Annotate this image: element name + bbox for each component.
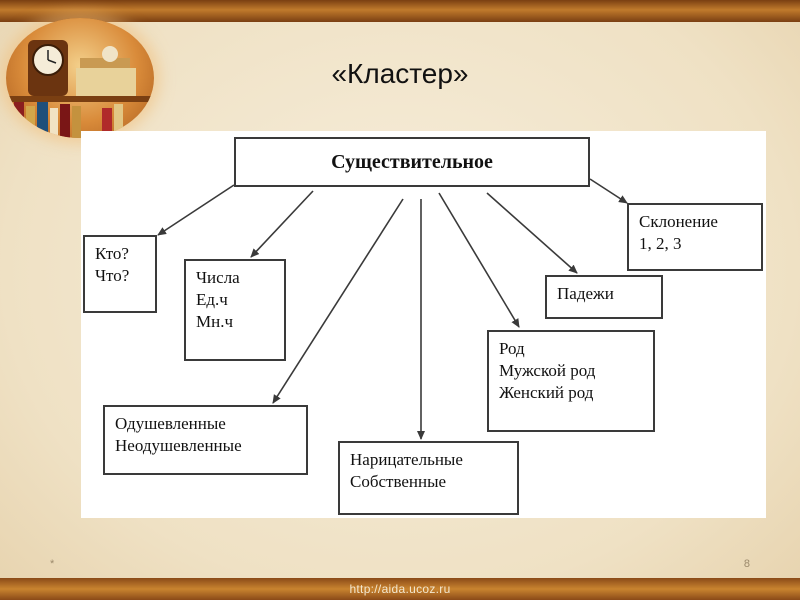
node-rod-line-3: Женский род — [499, 383, 594, 402]
node-rod: Род Мужской род Женский род — [487, 330, 655, 432]
arrow-root-to-kto-chto — [157, 184, 235, 236]
node-sklon: Склонение 1, 2, 3 — [627, 203, 763, 271]
node-rod-line-1: Род — [499, 339, 525, 358]
node-chisla-line-2: Ед.ч — [196, 290, 228, 309]
node-sklon-line-1: Склонение — [639, 212, 718, 231]
node-padezhi: Падежи — [545, 275, 663, 319]
slide-marker: * — [50, 558, 55, 570]
footer-url[interactable]: http://aida.ucoz.ru — [349, 582, 451, 596]
node-sklon-line-2: 1, 2, 3 — [639, 234, 682, 253]
node-kto-chto: Кто? Что? — [83, 235, 157, 313]
node-naric-line-1: Нарицательные — [350, 450, 463, 469]
diagram-arrows — [157, 178, 628, 440]
node-chisla: Числа Ед.ч Мн.ч — [184, 259, 286, 361]
arrow-root-to-chisla — [250, 190, 314, 258]
node-root-noun: Существительное — [234, 137, 590, 187]
arrow-root-to-odush — [272, 198, 404, 404]
node-rod-line-2: Мужской род — [499, 361, 596, 380]
arrow-root-to-rod — [438, 192, 520, 328]
node-odush-line-2: Неодушевленные — [115, 436, 242, 455]
node-kto-chto-line-2: Что? — [95, 266, 130, 285]
arrow-root-to-sklon — [589, 178, 628, 204]
node-padezhi-line-1: Падежи — [557, 284, 614, 303]
slide-title: «Кластер» — [331, 58, 469, 89]
arrow-root-to-padezhi — [486, 192, 578, 274]
node-naric-line-2: Собственные — [350, 472, 447, 491]
node-naric: Нарицательные Собственные — [338, 441, 519, 515]
cluster-diagram: Существительное Кто? Что? Числа Ед.ч Мн.… — [81, 131, 766, 518]
bottom-decorative-bar: http://aida.ucoz.ru — [0, 578, 800, 600]
node-chisla-line-3: Мн.ч — [196, 312, 234, 331]
page-number: 8 — [743, 558, 750, 570]
bookshelf-clock-illustration — [6, 18, 154, 138]
node-chisla-line-1: Числа — [196, 268, 240, 287]
top-decorative-bar — [0, 0, 800, 22]
node-kto-chto-line-1: Кто? — [95, 244, 129, 263]
node-odush-line-1: Одушевленные — [115, 414, 226, 433]
node-odush: Одушевленные Неодушевленные — [103, 405, 308, 475]
